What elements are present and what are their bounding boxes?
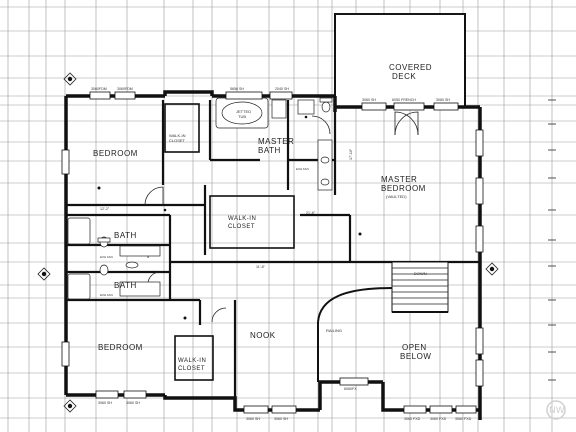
- label-walkin-2a: WALK-IN: [228, 216, 256, 222]
- covered-deck: [334, 13, 466, 108]
- label-nook: NOOK: [250, 331, 276, 340]
- wl-deck-left: 3060 SH: [362, 98, 376, 102]
- room-labels: BEDROOM BEDROOM MASTER BATH MASTER BEDRO…: [93, 63, 432, 372]
- wl-nook-b: 3060 SH: [274, 417, 288, 421]
- window-labels: 3060FDM 3060FDM 5656 SH 2040 SH 3060 SH …: [91, 87, 472, 421]
- fan-label-2: EXH FAN: [100, 293, 113, 297]
- railing-curve: [317, 287, 393, 323]
- doors: [144, 111, 419, 323]
- fan-label-3: EXH FAN: [296, 167, 309, 171]
- label-walkin-3a: WALK-IN: [178, 358, 206, 364]
- label-master-bath-1: MASTER: [258, 137, 294, 146]
- wl-tub: 5656 SH: [230, 87, 244, 91]
- wl-deck-right: 3060 SH: [436, 98, 450, 102]
- watermark-text: NW: [549, 406, 565, 416]
- dim-bed1-width: 12'-2": [100, 207, 110, 211]
- section-marker-left: [37, 267, 51, 281]
- label-open-below-1: OPEN: [402, 343, 427, 352]
- label-covered-deck-1: COVERED: [389, 63, 432, 72]
- label-walkin-1b: CLOSET: [169, 138, 186, 143]
- label-walkin-3b: CLOSET: [178, 366, 205, 372]
- fan-labels: EXH FAN EXH FAN EXH FAN: [100, 167, 309, 297]
- staircase: [391, 261, 449, 313]
- label-railing: RAILING: [326, 328, 342, 333]
- label-master-bath-2: BATH: [258, 146, 281, 155]
- interior-dimensions: 12'-2" 11'-8" 21'-6" 17'-10": [100, 148, 353, 269]
- label-jetted-tub-2: TUB: [238, 114, 246, 119]
- dimension-ticks-right: [548, 99, 556, 381]
- wl-deck-mid: 6050 FRENCH: [392, 98, 416, 102]
- wl-nook-a: 3060 SH: [246, 417, 260, 421]
- watermark-logo: NW: [546, 400, 566, 420]
- label-jetted-tub-1: JETTED: [236, 109, 251, 114]
- fixtures: [67, 97, 362, 320]
- label-master-bed-1: MASTER: [381, 175, 417, 184]
- wl-bed1-b: 3060FDM: [117, 87, 133, 91]
- section-marker-bottom: [63, 399, 77, 413]
- dim-nook-width: 11'-8": [256, 265, 266, 269]
- wl-open-b: 3060 FXD: [430, 417, 447, 421]
- label-covered-deck-2: DECK: [392, 72, 416, 81]
- fan-label-1: EXH FAN: [100, 255, 113, 259]
- dim-master-depth: 17'-10": [349, 148, 353, 160]
- label-bath-upper: BATH: [114, 231, 137, 240]
- label-open-below-2: BELOW: [400, 352, 431, 361]
- section-marker-top: [63, 72, 77, 86]
- wl-bed2-b: 3060 SH: [126, 401, 140, 405]
- wl-open-a: 3060 FXD: [404, 417, 421, 421]
- wl-nook-c: 6060FX: [344, 387, 357, 391]
- label-bedroom-2: BEDROOM: [98, 343, 143, 352]
- label-master-bed-2: BEDROOM: [381, 184, 426, 193]
- label-master-bed-sub: (VAULTED): [386, 194, 407, 199]
- wl-bath: 2040 SH: [275, 87, 289, 91]
- dim-master-width: 21'-6": [306, 211, 316, 215]
- label-bedroom-1: BEDROOM: [93, 149, 138, 158]
- label-bath-lower: BATH: [114, 281, 137, 290]
- label-walkin-2b: CLOSET: [228, 224, 255, 230]
- wl-bed1-a: 3060FDM: [91, 87, 107, 91]
- windows: [61, 91, 484, 414]
- label-walkin-1a: WALK-IN: [169, 133, 186, 138]
- wl-bed2-a: 3060 SH: [98, 401, 112, 405]
- label-down: DOWN: [414, 271, 427, 276]
- section-marker-right: [485, 262, 499, 276]
- wl-open-c: 3060 FXD: [455, 417, 472, 421]
